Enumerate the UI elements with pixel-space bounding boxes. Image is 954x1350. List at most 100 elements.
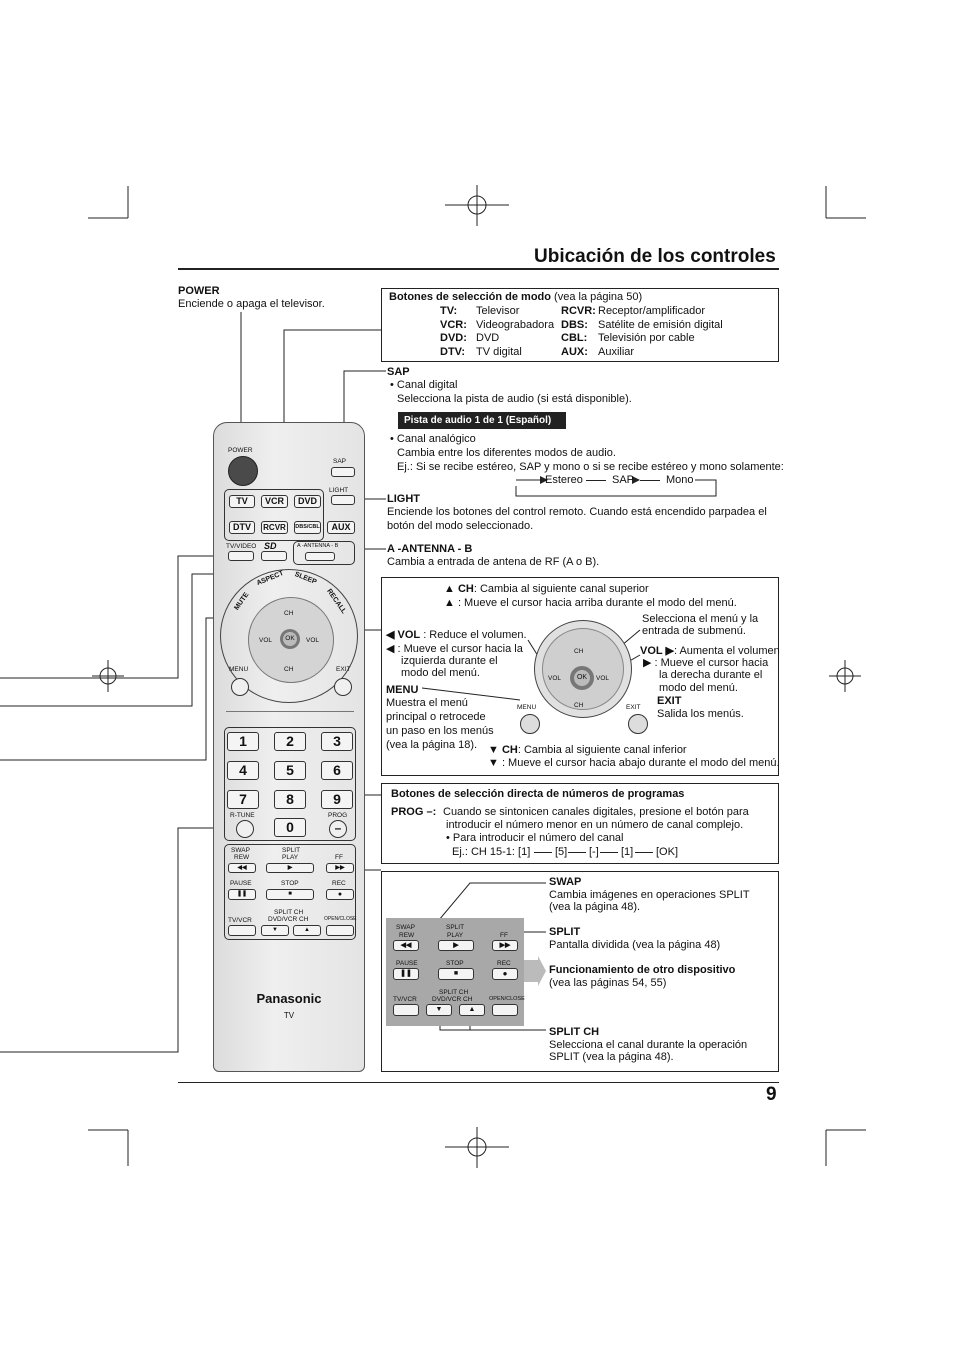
sap-digital-text: Selecciona la pista de audio (si está di… [397,393,632,405]
remote-rew-button[interactable]: ◀◀ [228,863,256,873]
splitch-text-1: Selecciona el canal durante la operación [549,1039,748,1051]
ch-up-heading: ▲ CH [444,583,474,595]
modes-heading: Botones de selección de modo [389,291,551,303]
remote-rtune-label: R-TUNE [230,812,255,819]
right-text-2: la derecha durante el [659,669,763,681]
flow-arrow [640,480,660,481]
remote-digit-2[interactable]: 2 [274,732,306,751]
remote-stop-button[interactable]: ■ [266,889,314,900]
remote-ch-down-button[interactable]: ▼ [261,925,289,936]
remote-digit-6[interactable]: 6 [321,761,353,780]
title-rule [178,268,779,270]
remote-dtv-button[interactable]: DTV [229,521,255,534]
panel-stop-button: ■ [438,968,474,980]
remote-tv-button[interactable]: TV [229,495,255,508]
remote-digit-5[interactable]: 5 [274,761,306,780]
mode-key: VCR: [440,318,467,331]
remote-antenna-button[interactable] [305,552,335,561]
antenna-text: Cambia a entrada de antena de RF (A o B)… [387,556,600,568]
menu-text-2: principal o retrocede [386,711,486,723]
vol-right-label: VOL [596,675,610,682]
remote-splitch-label: SPLIT CH [274,909,304,916]
swap-heading: SWAP [549,876,582,888]
remote-tvvcr-button[interactable] [228,925,256,936]
antenna-heading: A -ANTENNA - B [387,543,473,555]
seq-arrow [600,852,618,853]
swap-text-1: Cambia imágenes en operaciones SPLIT [549,889,750,901]
ch-down-line: ▼ CH: Cambia al siguiente canal inferior [488,744,687,758]
up-text: ▲ : Mueve el cursor hacia arriba durante… [444,597,737,609]
remote-exit-button[interactable] [334,678,352,696]
ch-down-heading: ▼ CH [488,744,518,756]
mode-key: DVD: [440,332,467,344]
ch-up-text: : Cambia al siguiente canal superior [473,583,649,595]
remote-power-button[interactable] [228,456,258,486]
ok-text-2: entrada de submenú. [642,625,746,637]
panel-play-button: ▶ [438,940,474,951]
remote-exit-label: EXIT [336,666,351,673]
ch-up-line: ▲ CH: Cambia al siguiente canal superior [444,583,649,597]
remote-dvdvcr-label: DVD/VCR CH [268,916,309,923]
panel-open-button [492,1004,518,1016]
seq-arrow [635,852,653,853]
remote-swap-label: SWAP [231,847,250,854]
page-title: Ubicación de los controles [534,246,776,267]
remote-sap-button[interactable] [331,467,355,477]
panel-ff-button: ▶▶ [492,940,518,951]
remote-dbscbl-button[interactable]: DBS/CBL [294,521,321,534]
remote-vol-right-label: VOL [306,637,320,644]
remote-vcr-button[interactable]: VCR [261,495,288,508]
remote-aux-button[interactable]: AUX [327,521,355,534]
mode-value: Videograbadora [476,318,555,331]
remote-rtune-button[interactable] [236,820,254,838]
mode-value: Televisión por cable [598,332,695,344]
mode-value: DVD [476,332,500,344]
modes-heading-line: Botones de selección de modo (vea la pág… [389,291,642,305]
remote-ch-down-label: CH [284,666,294,673]
exit-text: Salida los menús. [657,708,744,720]
remote-pause-button[interactable]: ❚❚ [228,889,256,900]
ch-up-label: CH [574,648,584,655]
vol-down-text: : Reduce el volumen. [420,629,527,641]
remote-menu-label: MENU [229,666,249,673]
remote-power-label: POWER [228,447,253,454]
remote-sd-button[interactable] [261,551,287,561]
splitch-heading: SPLIT CH [549,1026,600,1038]
remote-ch-up-button[interactable]: ▲ [293,925,321,936]
remote-open-button[interactable] [326,925,354,936]
seq-arrow [534,852,552,853]
sap-heading: SAP [387,366,410,378]
remote-sap-label: SAP [333,458,347,465]
remote-digit-1[interactable]: 1 [227,732,259,751]
flow-arrow [586,480,606,481]
audio-track-tag: Pista de audio 1 de 1 (Español) [398,412,566,429]
remote-rec-button[interactable]: ● [326,889,354,900]
remote-play-label: PLAY [282,854,299,861]
sap-example: Ej.: Si se recibe estéreo, SAP y mono o … [397,461,784,473]
remote-menu-button[interactable] [231,678,249,696]
other-device-heading: Funcionamiento de otro dispositivo [549,964,736,976]
mode-key: RCVR: [561,305,596,317]
remote-dvd-button[interactable]: DVD [294,495,321,508]
remote-tvvideo-button[interactable] [228,551,254,561]
remote-light-button[interactable] [331,495,355,505]
remote-ff-button[interactable]: ▶▶ [326,863,354,873]
mode-value: Receptor/amplificador [598,305,705,317]
seq-3: [1] [621,846,634,858]
remote-digit-8[interactable]: 8 [274,790,306,809]
seq-1: [5] [555,846,568,858]
split-text: Pantalla dividida (vea la página 48) [549,939,721,951]
panel-dvdvcr-label: DVD/VCR CH [432,996,473,1003]
remote-prog-button[interactable]: – [329,820,347,838]
remote-rcvr-button[interactable]: RCVR [261,521,288,534]
remote-digit-4[interactable]: 4 [227,761,259,780]
remote-digit-3[interactable]: 3 [321,732,353,751]
left-text-1: ◀ : Mueve el cursor hacia la [386,643,523,655]
navigation-box [381,577,779,776]
other-device-text: (vea las páginas 54, 55) [549,977,667,989]
remote-digit-7[interactable]: 7 [227,790,259,809]
remote-digit-0[interactable]: 0 [274,818,306,837]
remote-play-button[interactable]: ▶ [266,863,314,873]
mode-buttons-box [381,288,779,362]
remote-digit-9[interactable]: 9 [321,790,353,809]
